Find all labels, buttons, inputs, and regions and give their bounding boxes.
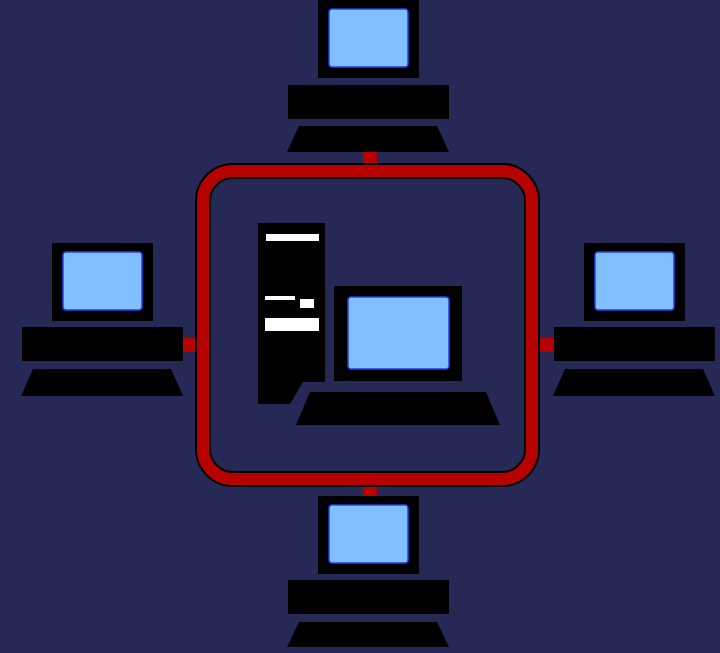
server-indicator-light: [300, 299, 314, 308]
monitor-screen: [328, 504, 409, 564]
keyboard: [21, 369, 183, 396]
monitor-screen: [347, 296, 450, 370]
server-tower[interactable]: [258, 223, 325, 404]
client-computer-bottom[interactable]: [287, 496, 449, 647]
keyboard: [553, 369, 715, 396]
keyboard: [296, 392, 500, 425]
ring-line: [197, 165, 538, 485]
client-computer-left[interactable]: [21, 243, 183, 396]
server-drive-slot: [266, 234, 319, 241]
system-unit: [554, 327, 715, 361]
system-unit: [288, 85, 449, 119]
network-ring: [182, 152, 555, 497]
keyboard: [287, 622, 449, 647]
client-computer-right[interactable]: [553, 243, 715, 396]
server-terminal[interactable]: [296, 286, 500, 425]
monitor-screen: [62, 251, 143, 311]
server-indicator-bar: [265, 296, 295, 300]
monitor-screen: [594, 251, 675, 311]
keyboard: [287, 126, 449, 152]
server-drive-bay: [265, 318, 319, 331]
server-tower-body: [258, 223, 325, 404]
monitor-screen: [328, 8, 409, 68]
system-unit: [22, 327, 183, 361]
system-unit: [288, 580, 449, 614]
client-computer-top[interactable]: [287, 0, 449, 152]
